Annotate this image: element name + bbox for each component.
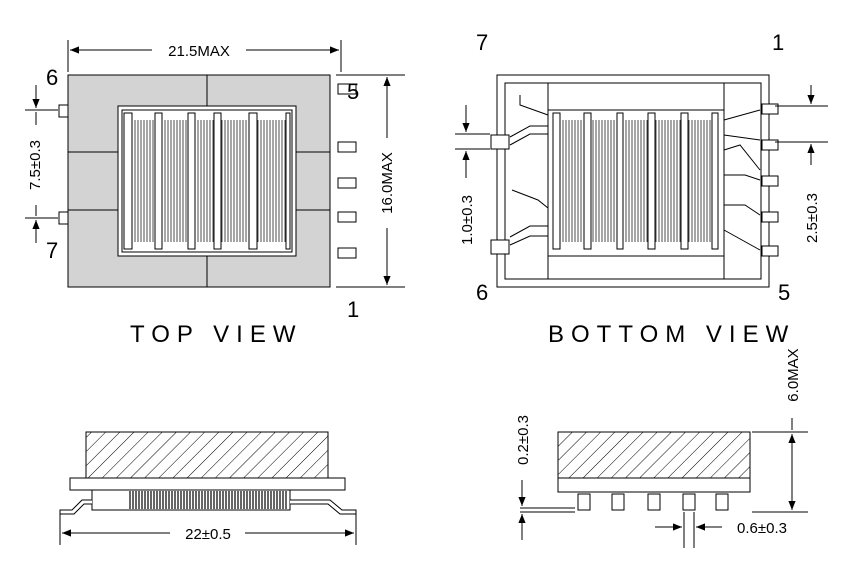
bottom-right-pin <box>761 103 779 115</box>
side-pin <box>647 493 661 511</box>
side-pin <box>715 493 729 511</box>
right-pin <box>337 247 357 259</box>
core-side-hatched <box>85 431 329 479</box>
dim-pin-pitch-bottom-left: 1.0±0.3 <box>459 195 476 245</box>
right-pin <box>337 83 357 95</box>
right-pin <box>337 211 357 223</box>
core-side-hatched-right <box>557 431 751 479</box>
dim-pin-pitch-bottom-right: 2.5±0.3 <box>804 193 821 243</box>
dim-standoff: 0.2±0.3 <box>515 415 532 465</box>
side-view-left <box>59 431 357 545</box>
pin-label-top-1: 1 <box>347 297 359 322</box>
dim-height-max: 16.0MAX <box>379 152 396 214</box>
dim-pin-width: 0.6±0.3 <box>737 520 787 537</box>
bottom-view <box>455 74 828 288</box>
bottom-right-pin <box>761 139 779 151</box>
pin-6-top <box>58 104 69 118</box>
side-view-right <box>518 418 808 548</box>
pin-7-bottom <box>490 134 510 150</box>
dim-width-max: 21.5MAX <box>168 43 230 60</box>
pin-label-bot-1: 1 <box>772 30 784 55</box>
top-view-title: TOP VIEW <box>130 321 302 348</box>
side-pin <box>577 493 591 511</box>
right-pin <box>337 141 357 153</box>
side-pin <box>682 493 696 511</box>
pin-7-top <box>58 211 69 225</box>
pin-6-bottom <box>490 239 510 255</box>
right-pins <box>337 83 357 259</box>
pin-label-bot-7: 7 <box>476 30 488 55</box>
dim-overall-length: 22±0.5 <box>185 526 231 543</box>
pin-label-top-5: 5 <box>347 79 359 104</box>
side-pin <box>611 493 625 511</box>
pin-label-top-7: 7 <box>46 238 58 263</box>
dim-pin-pitch-top: 7.5±0.3 <box>27 140 44 190</box>
dim-height-side: 6.0MAX <box>785 348 802 401</box>
side-pins-right <box>577 493 729 511</box>
pin-label-top-6: 6 <box>46 65 58 90</box>
bottom-right-pin <box>761 245 779 257</box>
bottom-right-pin <box>761 175 779 187</box>
pin-label-bot-5: 5 <box>778 280 790 305</box>
pin-label-bot-6: 6 <box>476 280 488 305</box>
right-pin <box>337 177 357 189</box>
top-view <box>25 40 405 288</box>
side-pin-comb <box>129 491 287 509</box>
bottom-view-title: BOTTOM VIEW <box>548 321 795 348</box>
bottom-right-pins <box>761 103 779 257</box>
bottom-right-pin <box>761 211 779 223</box>
